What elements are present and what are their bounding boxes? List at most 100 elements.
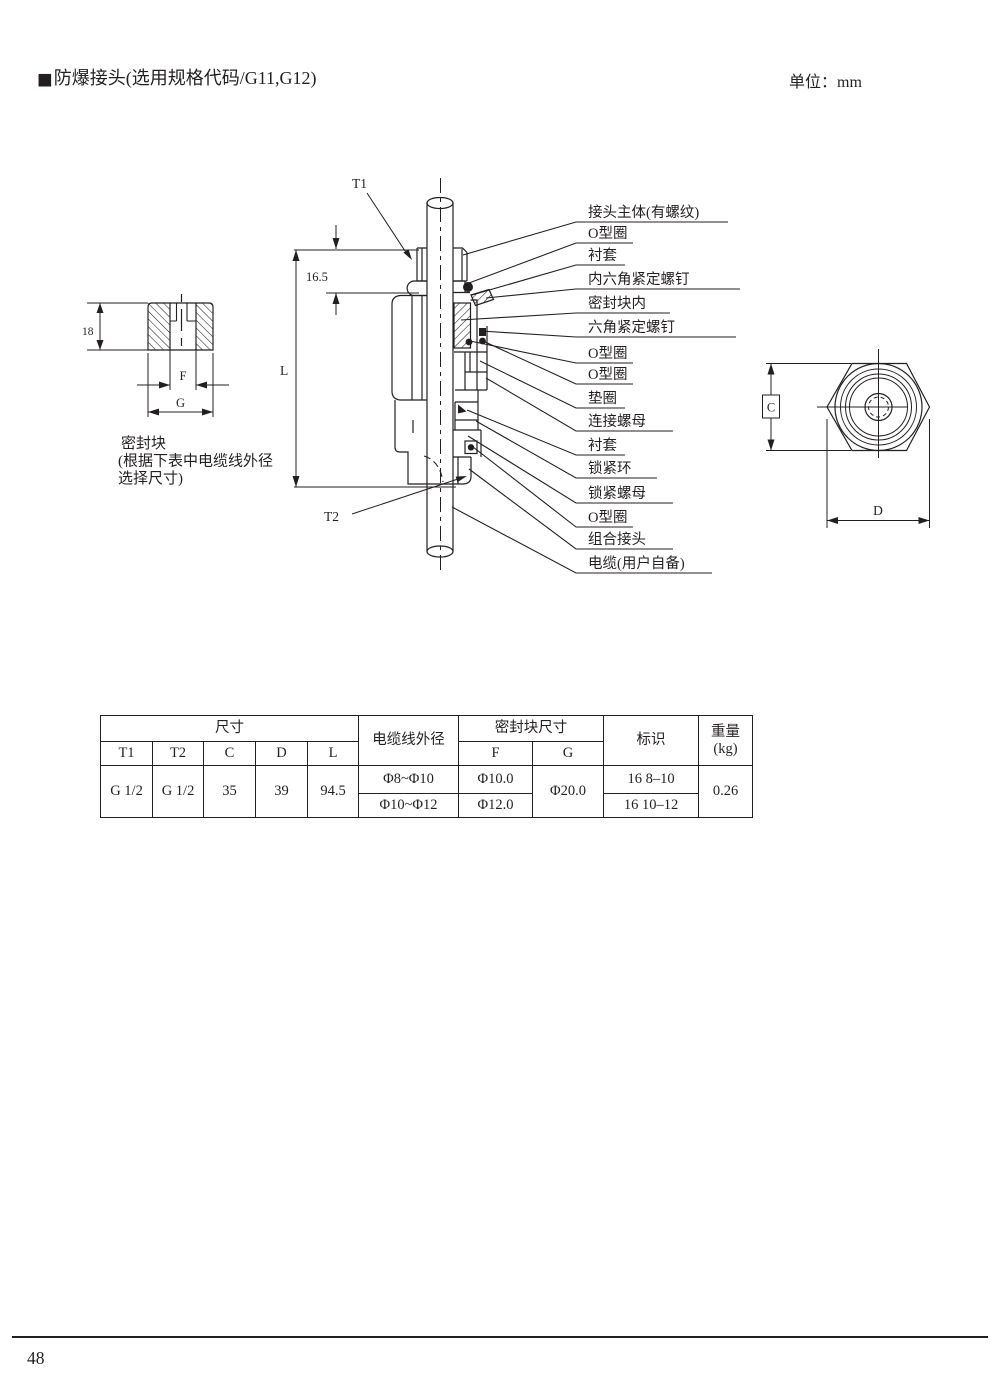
section-marker-icon: ■ (37, 65, 53, 94)
collar (406, 280, 470, 297)
th-c: C (203, 741, 256, 766)
part-label: 连接螺母 (588, 413, 646, 430)
part-leader-line (468, 242, 633, 284)
th-g: G (532, 741, 604, 766)
part-leader-line (475, 420, 657, 479)
part-leader-line (485, 288, 740, 299)
cell-cable-od-2: Φ10~Φ12 (358, 793, 459, 818)
part-leader-line (485, 377, 673, 432)
oring-dot-4 (467, 444, 475, 451)
part-leader-line (451, 506, 712, 574)
dimension-arrows (292, 238, 467, 487)
dim-t1: T1 (352, 176, 367, 191)
seal-block-dims (87, 302, 229, 417)
dimension-lines (294, 192, 465, 515)
seal-note-line: 选择尺寸) (118, 470, 183, 487)
cell-f-1: Φ10.0 (458, 765, 533, 794)
dim-165: 16.5 (306, 270, 328, 284)
seal-block-view (147, 294, 214, 351)
part-label: 电缆(用户自备) (588, 555, 685, 572)
seal-block-section (453, 302, 472, 349)
part-label: O型圈 (588, 345, 627, 362)
th-t1: T1 (100, 741, 153, 766)
cell-weight: 0.26 (698, 765, 753, 818)
oring-dot-2 (465, 338, 473, 346)
th-f: F (458, 741, 533, 766)
part-label: O型圈 (588, 225, 627, 242)
unit-label: 单位：mm (789, 74, 862, 91)
part-label: O型圈 (588, 366, 627, 383)
part-label: 六角紧定螺钉 (588, 319, 675, 336)
t2-leader (351, 476, 465, 515)
seal-note-line: 密封块 (121, 435, 166, 452)
part-label: 锁紧螺母 (588, 485, 646, 502)
part-leader-line (479, 360, 625, 409)
cell-g: Φ20.0 (532, 765, 604, 818)
footer-rule (12, 1336, 988, 1338)
title-text: 防爆接头(选用规格代码/G11,G12) (53, 68, 317, 88)
assembly-view (391, 178, 495, 575)
cell-mark-1: 16 8–10 (603, 765, 699, 794)
page-title: ■防爆接头(选用规格代码/G11,G12) (37, 64, 317, 93)
oring-dot-1 (463, 282, 473, 292)
part-label: 衬套 (588, 247, 617, 264)
part-leader-line (468, 468, 673, 550)
cell-t1: G 1/2 (100, 765, 153, 818)
plug-thread-dashed (423, 455, 444, 483)
th-l: L (307, 741, 359, 766)
cell-mark-2: 16 10–12 (603, 793, 699, 818)
part-label: 内六角紧定螺钉 (588, 271, 690, 288)
dim-t2: T2 (324, 509, 339, 524)
t1-leader (366, 192, 410, 258)
screw-head-dot (479, 328, 486, 336)
th-size: 尺寸 (100, 715, 359, 742)
dim-g: G (176, 396, 185, 410)
th-t2: T2 (152, 741, 204, 766)
cell-c: 35 (203, 765, 256, 818)
dim-d: D (873, 503, 883, 518)
part-label: 锁紧环 (588, 460, 632, 477)
part-label: 组合接头 (588, 531, 646, 548)
dim-c: C (767, 401, 775, 415)
seal-block-arrows (96, 303, 213, 416)
part-label: 垫圈 (588, 390, 617, 407)
th-weight: 重量(kg) (698, 715, 753, 766)
th-mark: 标识 (603, 715, 699, 766)
spec-table: 尺寸 电缆线外径 密封块尺寸 标识 重量(kg) T1 T2 C D L F G… (100, 715, 753, 818)
page-number: 48 (27, 1348, 45, 1368)
part-label: 接头主体(有螺纹) (588, 204, 699, 221)
part-leader-line (480, 330, 736, 338)
th-seal-size: 密封块尺寸 (458, 715, 604, 742)
dim-f: F (180, 369, 187, 383)
th-d: D (255, 741, 308, 766)
part-label: 衬套 (588, 437, 617, 454)
hex-view-arrows (767, 363, 930, 524)
part-label: 密封块内 (588, 295, 646, 312)
lock-nut-detail (464, 440, 478, 455)
hex-view-dims (762, 363, 930, 528)
part-leader-line (460, 312, 670, 321)
part-leader-line (467, 435, 673, 504)
cell-l: 94.5 (307, 765, 359, 818)
cell-f-2: Φ12.0 (458, 793, 533, 818)
technical-diagram: T1 T2 L 16.5 (82, 176, 931, 575)
part-leader-line (469, 340, 633, 364)
hex-end-view (817, 349, 931, 458)
dim-18: 18 (82, 326, 94, 338)
cell-t2: G 1/2 (152, 765, 204, 818)
lower-body (394, 400, 453, 485)
cell-cable-od-1: Φ8~Φ10 (358, 765, 459, 794)
gland-stack (455, 326, 488, 403)
cell-d: 39 (255, 765, 308, 818)
part-leader-line (466, 409, 625, 456)
th-cable-od: 电缆线外径 (358, 715, 459, 766)
part-label: O型圈 (588, 509, 627, 526)
inner-arrow (458, 404, 467, 414)
part-leader-line (472, 446, 633, 528)
body-top (416, 247, 468, 282)
seal-note-line: (根据下表中电缆线外径 (118, 453, 273, 470)
sleeve-lock (453, 402, 482, 458)
part-leader-line (471, 264, 625, 296)
